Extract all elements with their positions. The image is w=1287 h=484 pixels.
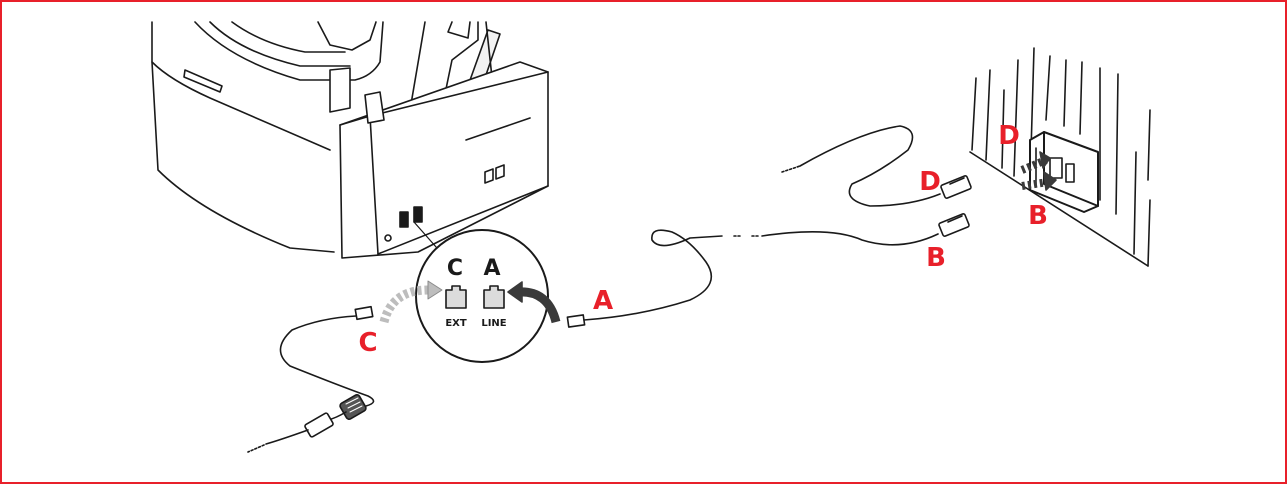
ext-port-label: EXT (445, 318, 467, 329)
wall-jack-icon (1030, 132, 1098, 212)
label-b-wall: B (1028, 201, 1048, 231)
label-c: C (358, 328, 377, 358)
callout-letter-c: C (447, 256, 463, 281)
printer (152, 22, 548, 258)
label-a: A (593, 286, 613, 316)
label-d-wall: D (998, 121, 1020, 151)
ext-port-icon (446, 286, 466, 308)
line-cord (567, 213, 969, 327)
line-port-icon (484, 286, 504, 308)
label-b-cord: B (926, 243, 946, 273)
line-port-label: LINE (481, 318, 506, 329)
label-d-cord: D (919, 167, 941, 197)
wall (970, 48, 1150, 266)
phone-cord (248, 307, 374, 452)
callout-letter-a: A (483, 256, 500, 281)
ext-cord (782, 126, 972, 206)
